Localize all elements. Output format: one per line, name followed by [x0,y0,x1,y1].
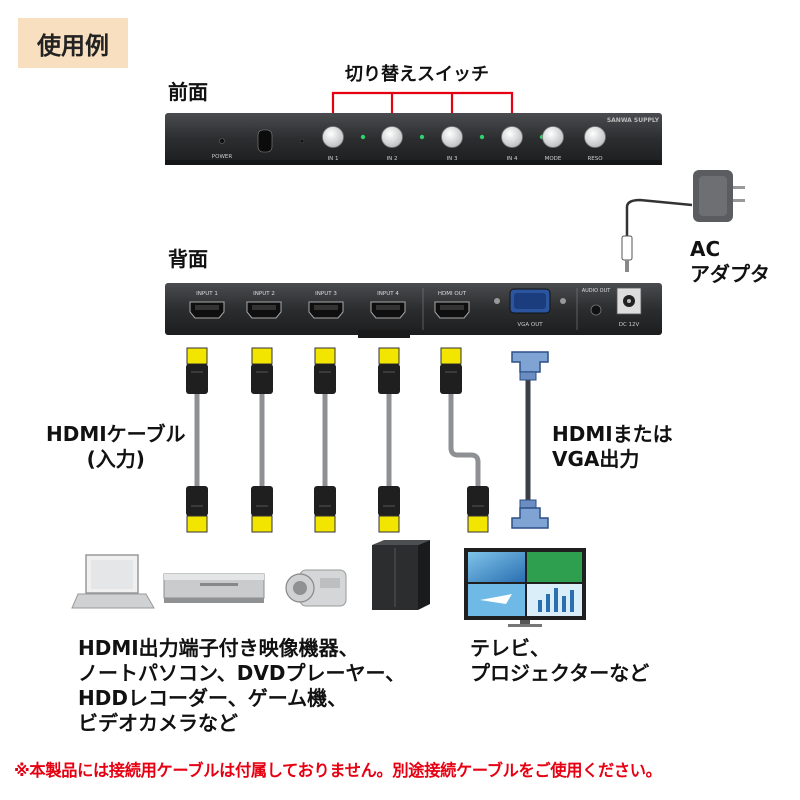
hdmi-cable-3 [314,347,336,533]
hdmi-cable-5 [440,347,489,533]
ac-adapter-label: AC アダプタ [690,237,770,286]
source-devices-caption: HDMI出力端子付き映像機器、 ノートパソコン、DVDプレーヤー、 HDDレコー… [78,636,406,735]
input-led [360,134,366,140]
front-button-5: MODE [542,126,564,162]
game-console-icon [372,540,430,610]
hdmi-cable-2 [251,347,273,533]
port-label: INPUT 4 [377,291,399,297]
hdmi-cable-4 [378,347,400,533]
laptop-icon [71,554,155,609]
television-icon [464,548,586,627]
front-button-label: RESO [587,156,603,162]
hdmi-cables [186,347,489,533]
front-brand: SANWA SUPPLY [607,117,660,124]
front-button-label: MODE [545,156,562,162]
vga-cable [511,351,549,529]
front-button-1: IN 1 [322,126,344,162]
display-caption: テレビ、 プロジェクターなど [470,636,650,685]
footnote: ※本製品には接続用ケーブルは付属しておりません。別途接続ケーブルをご使用ください… [14,761,662,780]
front-button-4: IN 4 [501,126,523,162]
vga-out-label: VGA OUT [517,322,543,328]
front-button-3: IN 3 [441,126,463,162]
hdmi-cable-label: HDMIケーブル (入力) [46,422,186,471]
front-label-power: POWER [212,154,233,160]
switch-callout: 切り替えスイッチ [345,64,489,85]
hdmi-port-1: INPUT 1 [189,291,225,319]
output-cable-label: HDMIまたは VGA出力 [552,422,673,471]
front-button-label: IN 2 [387,156,398,162]
input-led [479,134,485,140]
port-label: INPUT 1 [196,291,218,297]
back-ports: INPUT 1 INPUT 2 INPUT 3 INPUT 4 HDMI OUT AUDI… [189,288,612,319]
audio-out-label: AUDIO OUT [582,288,612,294]
back-heading: 背面 [168,247,208,271]
hdmi-cable-1 [186,347,208,533]
hdmi-port-4: INPUT 4 [370,291,406,319]
input-led [419,134,425,140]
front-buttons: IN 1 IN 2 IN 3 IN 4 MODE RESO [322,126,606,162]
front-button-label: IN 4 [507,156,518,162]
front-button-label: IN 3 [447,156,458,162]
ac-adapter [621,170,745,272]
hdmi-port-5: HDMI OUT [434,291,470,319]
front-panel: POWER IN 1 IN 2 IN 3 IN 4 MODE RESO SANWA SUP… [165,113,662,165]
usage-example-tag: 使用例 [18,18,128,68]
back-panel: INPUT 1 INPUT 2 INPUT 3 INPUT 4 HDMI OUT AUDI… [165,283,662,338]
video-camera-icon [285,569,347,607]
front-heading: 前面 [168,80,208,104]
port-label: INPUT 2 [253,291,275,297]
front-button-6: RESO [584,126,606,162]
recorder-icon [163,573,265,603]
port-label: INPUT 3 [315,291,337,297]
port-label: HDMI OUT [438,291,467,297]
front-button-label: IN 1 [328,156,339,162]
front-button-2: IN 2 [381,126,403,162]
hdmi-port-3: INPUT 3 [308,291,344,319]
dc-label: DC 12V [619,322,640,328]
hdmi-port-2: INPUT 2 [246,291,282,319]
